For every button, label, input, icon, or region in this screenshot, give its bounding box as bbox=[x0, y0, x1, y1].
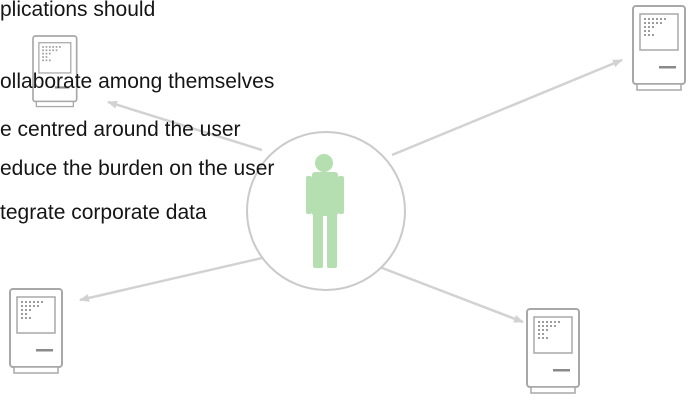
computer-icon bbox=[526, 308, 580, 394]
computer-icon bbox=[32, 35, 78, 108]
arrow-to-top-right-computer bbox=[391, 58, 623, 157]
computer-icon bbox=[632, 5, 686, 91]
arrow-to-top-left-computer bbox=[107, 100, 263, 152]
person-icon bbox=[306, 154, 344, 268]
arrow-to-bottom-right-computer bbox=[376, 264, 524, 324]
computer-icon bbox=[9, 288, 63, 374]
arrow-to-bottom-left-computer bbox=[79, 256, 263, 302]
